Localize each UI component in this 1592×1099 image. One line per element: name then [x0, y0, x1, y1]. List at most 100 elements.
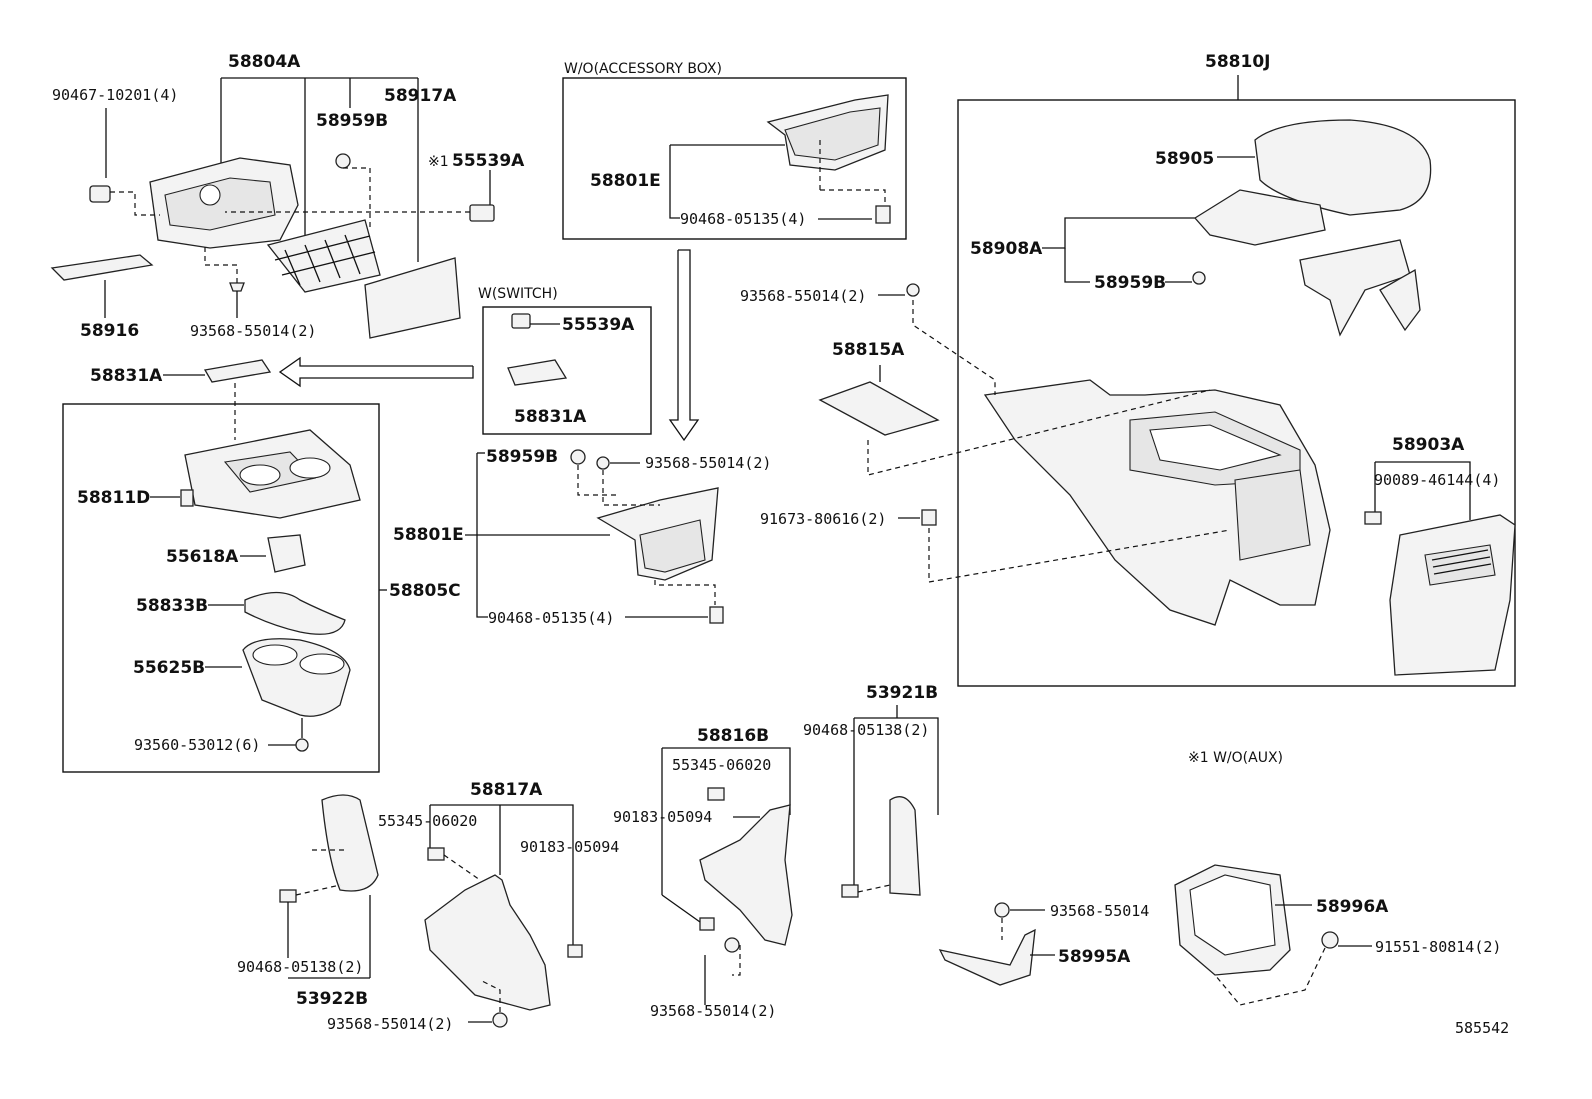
part-55618A [267, 534, 306, 573]
label-90468-05135-mid[interactable]: 90468-05135(4) [488, 609, 614, 627]
label-55345-06020-l[interactable]: 55345-06020 [378, 812, 477, 830]
label-58917A[interactable]: 58917A [384, 86, 457, 106]
switch-58831A-left [203, 359, 272, 383]
label-58801E-mid[interactable]: 58801E [393, 525, 464, 545]
part-55539A-top [469, 204, 495, 222]
arrow-left [278, 356, 474, 388]
label-93568-b[interactable]: 93568-55014(2) [645, 454, 771, 472]
label-90183-05094-l[interactable]: 90183-05094 [520, 838, 619, 856]
label-90468-05138-l[interactable]: 90468-05138(2) [237, 958, 363, 976]
label-58916[interactable]: 58916 [80, 321, 139, 341]
label-58959B-right[interactable]: 58959B [1094, 273, 1166, 293]
label-58810J[interactable]: 58810J [1205, 52, 1270, 72]
clip-58811D [180, 489, 194, 507]
panel-58917A [364, 257, 461, 339]
nut-58959B-right [1192, 271, 1206, 285]
label-53921B[interactable]: 53921B [866, 683, 938, 703]
label-58801E-top[interactable]: 58801E [590, 171, 661, 191]
screw-93568-d [724, 937, 740, 953]
label-58903A[interactable]: 58903A [1392, 435, 1465, 455]
bolt-91551 [1321, 931, 1339, 949]
bracket-58995A [938, 928, 1036, 986]
clip-90468-05138-l [279, 889, 297, 903]
label-93568-e[interactable]: 93568-55014(2) [327, 1015, 453, 1033]
label-55618A[interactable]: 55618A [166, 547, 239, 567]
label-58995A[interactable]: 58995A [1058, 947, 1131, 967]
label-91673-80616[interactable]: 91673-80616(2) [760, 510, 886, 528]
label-93568-c[interactable]: 93568-55014(2) [740, 287, 866, 305]
box-w-switch [482, 306, 652, 435]
box-58805C [62, 403, 380, 773]
cover-58817A [424, 874, 551, 1011]
group-w-switch: W(SWITCH) 55539A 58831A [278, 286, 652, 435]
label-93568-d[interactable]: 93568-55014(2) [650, 1002, 776, 1020]
note-wo-aux: ※1 W/O(AUX) [1188, 750, 1283, 766]
clip-90468-mid [709, 606, 724, 624]
label-58959B-top[interactable]: 58959B [316, 111, 388, 131]
label-93560-53012[interactable]: 93560-53012(6) [134, 736, 260, 754]
label-58804A[interactable]: 58804A [228, 52, 301, 72]
group-wo-accessory-box: W/O(ACCESSORY BOX) 58801E 90468-05135(4) [562, 61, 907, 240]
clip-90467 [89, 185, 111, 203]
label-58811D[interactable]: 58811D [77, 488, 150, 508]
label-58831A-left[interactable]: 58831A [90, 366, 163, 386]
mat-58815A [818, 381, 940, 436]
label-90089-46144[interactable]: 90089-46144(4) [1374, 471, 1500, 489]
group-58817A: 58817A 55345-06020 90183-05094 93568-550… [327, 780, 619, 1033]
box-wo-accessory [562, 77, 907, 240]
label-58908A[interactable]: 58908A [970, 239, 1043, 259]
label-58816B[interactable]: 58816B [697, 726, 769, 746]
group-53921B: 53921B 90468-05138(2) [803, 683, 939, 898]
box-58810J [957, 99, 1516, 687]
label-90468-05135-top[interactable]: 90468-05135(4) [680, 210, 806, 228]
label-58831A-sw[interactable]: 58831A [514, 407, 587, 427]
label-55625B[interactable]: 55625B [133, 658, 205, 678]
label-53922B[interactable]: 53922B [296, 989, 368, 1009]
label-90468-05138-r[interactable]: 90468-05138(2) [803, 721, 929, 739]
header-wo-accessory-box: W/O(ACCESSORY BOX) [564, 61, 722, 77]
group-58995A: 93568-55014 58995A [938, 902, 1149, 986]
label-93568-f[interactable]: 93568-55014 [1050, 902, 1149, 920]
label-93568-a[interactable]: 93568-55014(2) [190, 322, 316, 340]
mat-58916 [50, 254, 154, 281]
group-58815A: 93568-55014(2) 58815A 91673-80616(2) [740, 283, 1231, 583]
label-58833B[interactable]: 58833B [136, 596, 208, 616]
label-90183-05094-r[interactable]: 90183-05094 [613, 808, 712, 826]
clip-90089 [1364, 511, 1382, 525]
group-58816B: 58816B 55345-06020 90183-05094 93568-550… [613, 726, 793, 1020]
panel-53921B [889, 796, 921, 896]
switch-58831A [507, 359, 568, 386]
group-58996A: 58996A 91551-80814(2) [1174, 864, 1501, 1006]
label-58905[interactable]: 58905 [1155, 149, 1214, 169]
label-58815A[interactable]: 58815A [832, 340, 905, 360]
panel-53922B [321, 794, 379, 892]
part-55539A-sw [511, 313, 531, 329]
label-55345-06020-r[interactable]: 55345-06020 [672, 756, 771, 774]
group-58805C: 58831A 58805C 58811D 55618A 58833B 55625… [62, 359, 461, 773]
group-53922B: 90468-05138(2) 53922B [237, 794, 379, 1009]
label-55539A-sw[interactable]: 55539A [562, 315, 635, 335]
screw-93568-c [906, 283, 920, 297]
clip-90468-top [875, 205, 891, 224]
screw-93568-b [596, 456, 610, 470]
screw-93568-a [229, 282, 245, 292]
label-58805C[interactable]: 58805C [389, 581, 461, 601]
bolt-91673 [921, 509, 937, 526]
label-58996A[interactable]: 58996A [1316, 897, 1389, 917]
group-58801E-mid: 58959B 93568-55014(2) 58801E 90468-05135… [393, 447, 771, 627]
vent-panel-58903A [1389, 514, 1516, 676]
label-55539A-top[interactable]: 55539A [452, 151, 525, 171]
label-90467-10201[interactable]: 90467-10201(4) [52, 86, 178, 104]
latch-58908A [1299, 239, 1411, 337]
label-91551-80814[interactable]: 91551-80814(2) [1375, 938, 1501, 956]
arrow-down [668, 249, 700, 442]
nut-58959B-mid [570, 449, 586, 465]
label-58959B-mid[interactable]: 58959B [486, 447, 558, 467]
nut-58959B [335, 153, 351, 169]
mat-58833B [244, 591, 346, 635]
group-58810J: 58810J 58905 58908A 58959B 58903A 90089-… [957, 52, 1516, 687]
label-58817A[interactable]: 58817A [470, 780, 543, 800]
clip-55345-l [427, 847, 445, 861]
screw-93568-f [994, 902, 1010, 918]
